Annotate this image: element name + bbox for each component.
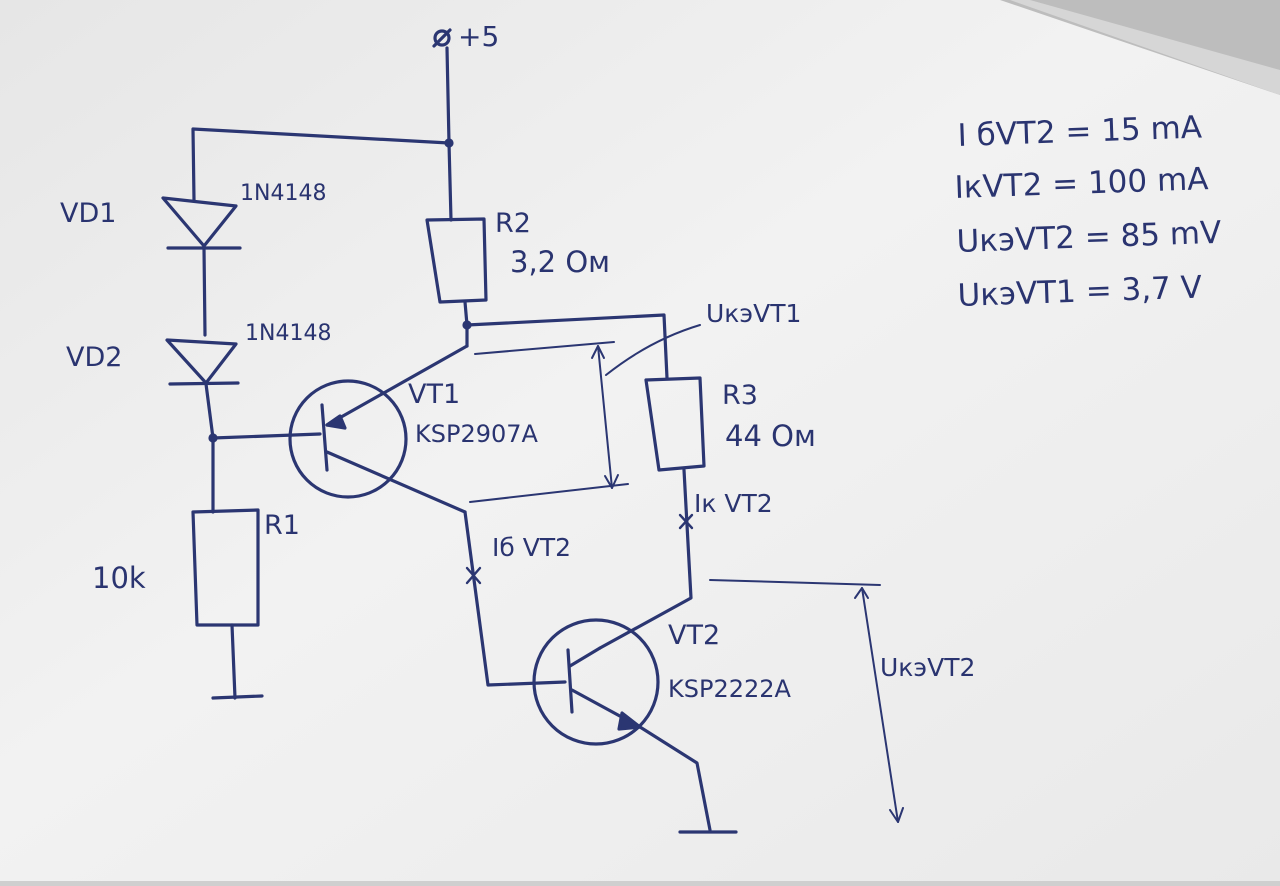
label-ik-vt2: Iк VT2 bbox=[694, 489, 773, 518]
wire-to-r2 bbox=[447, 141, 453, 222]
wire-r1-ground bbox=[230, 623, 237, 700]
diode-vd2 bbox=[165, 338, 240, 440]
wire-to-r3 bbox=[465, 313, 669, 380]
ukevt2-dimension bbox=[709, 579, 904, 823]
label-vd1-part: 1N4148 bbox=[240, 181, 326, 206]
resistor-r1 bbox=[191, 508, 260, 627]
ground-r1 bbox=[211, 694, 264, 700]
label-ukevt1: UкэVT1 bbox=[706, 299, 801, 328]
label-vd1: VD1 bbox=[60, 198, 116, 229]
note-ib-vt2: I бVT2 = 15 mA bbox=[957, 109, 1202, 154]
label-r3-value: 44 Ом bbox=[725, 419, 816, 453]
note-uke-vt1: UкэVT1 = 3,7 V bbox=[957, 269, 1202, 314]
label-ib-vt2: Iб VT2 bbox=[492, 533, 571, 562]
supply-terminal bbox=[432, 28, 452, 48]
label-r2: R2 bbox=[495, 208, 531, 239]
resistor-r2 bbox=[425, 217, 488, 304]
label-vt1: VT1 bbox=[408, 379, 460, 410]
note-ik-vt2: IкVT2 = 100 mA bbox=[954, 161, 1209, 206]
transistor-vt1 bbox=[288, 323, 469, 514]
label-vt2: VT2 bbox=[668, 620, 720, 651]
wire-vt1-collector-to-vt2-base bbox=[463, 510, 567, 687]
label-vd2-part: 1N4148 bbox=[245, 321, 331, 346]
label-r1: R1 bbox=[264, 510, 300, 541]
wire-vt1-base bbox=[211, 432, 322, 440]
paper-corner-fold bbox=[1010, 0, 1280, 95]
label-vd2: VD2 bbox=[66, 342, 122, 373]
wire-supply-down bbox=[445, 46, 451, 145]
label-supply: +5 bbox=[458, 20, 499, 53]
transistor-vt2 bbox=[532, 618, 712, 832]
ik-measure-mark bbox=[678, 513, 694, 530]
paper-corner-shadow bbox=[1000, 0, 1280, 95]
wire-top-rail bbox=[191, 127, 451, 202]
resistor-r3 bbox=[644, 376, 706, 472]
label-r2-value: 3,2 Ом bbox=[510, 245, 610, 279]
label-ukevt2: UкэVT2 bbox=[880, 653, 975, 682]
ukevt1-dimension bbox=[469, 324, 701, 503]
label-r3: R3 bbox=[722, 380, 758, 411]
label-vt1-part: KSP2907A bbox=[415, 420, 539, 448]
ib-measure-mark bbox=[465, 566, 482, 585]
label-r1-value: 10k bbox=[92, 561, 146, 595]
measurement-notes: I бVT2 = 15 mA IкVT2 = 100 mA UкэVT2 = 8… bbox=[954, 109, 1222, 314]
label-vt2-part: KSP2222A bbox=[668, 675, 792, 703]
diode-vd1 bbox=[161, 196, 242, 337]
